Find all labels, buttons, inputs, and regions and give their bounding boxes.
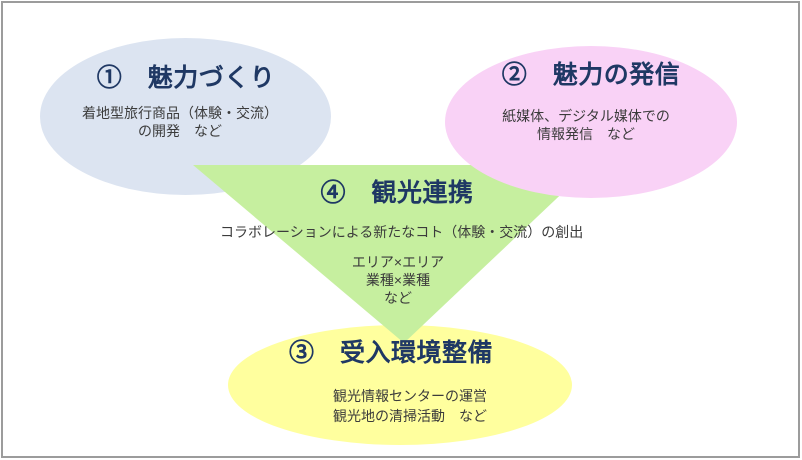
ellipse-miryoku-no-hasshin: [445, 46, 737, 198]
body-line: 紙媒体、デジタル媒体での: [502, 108, 670, 124]
node-body-ukeire-kankyo-seibi: 観光情報センターの運営 観光地の清掃活動 など: [333, 386, 573, 426]
body-line: 着地型旅行商品（体験・交流）: [82, 105, 278, 121]
node-sublist-kanko-renkei: エリア×エリア 業種×業種 など: [248, 253, 548, 307]
sub-line: エリア×エリア: [351, 254, 445, 270]
ellipse-ukeire-kankyo-seibi: [228, 325, 572, 445]
sub-line: など: [384, 290, 412, 306]
node-body-miryoku-zukuri: 着地型旅行商品（体験・交流） の開発 など: [30, 104, 330, 140]
body-line: コラボレーションによる新たなコト（体験・交流）の創出: [220, 224, 584, 240]
node-heading-miryoku-no-hasshin: ② 魅力の発信: [501, 61, 681, 89]
node-heading-miryoku-zukuri: ① 魅力づくり: [96, 64, 276, 92]
body-line: 情報発信 など: [537, 126, 635, 142]
node-body-miryoku-no-hasshin: 紙媒体、デジタル媒体での 情報発信 など: [436, 107, 736, 143]
ellipse-miryoku-zukuri: [40, 38, 331, 195]
body-line: の開発 など: [138, 123, 222, 139]
body-line: 観光情報センターの運営: [333, 388, 487, 404]
body-line: 観光地の清掃活動 など: [333, 408, 487, 424]
triangle-kanko-renkei: [193, 165, 592, 343]
sub-line: 業種×業種: [365, 272, 431, 288]
node-heading-ukeire-kankyo-seibi: ③ 受入環境整備: [288, 339, 493, 367]
node-body-kanko-renkei: コラボレーションによる新たなコト（体験・交流）の創出: [220, 223, 584, 241]
node-heading-kanko-renkei: ④ 観光連携: [320, 179, 474, 207]
